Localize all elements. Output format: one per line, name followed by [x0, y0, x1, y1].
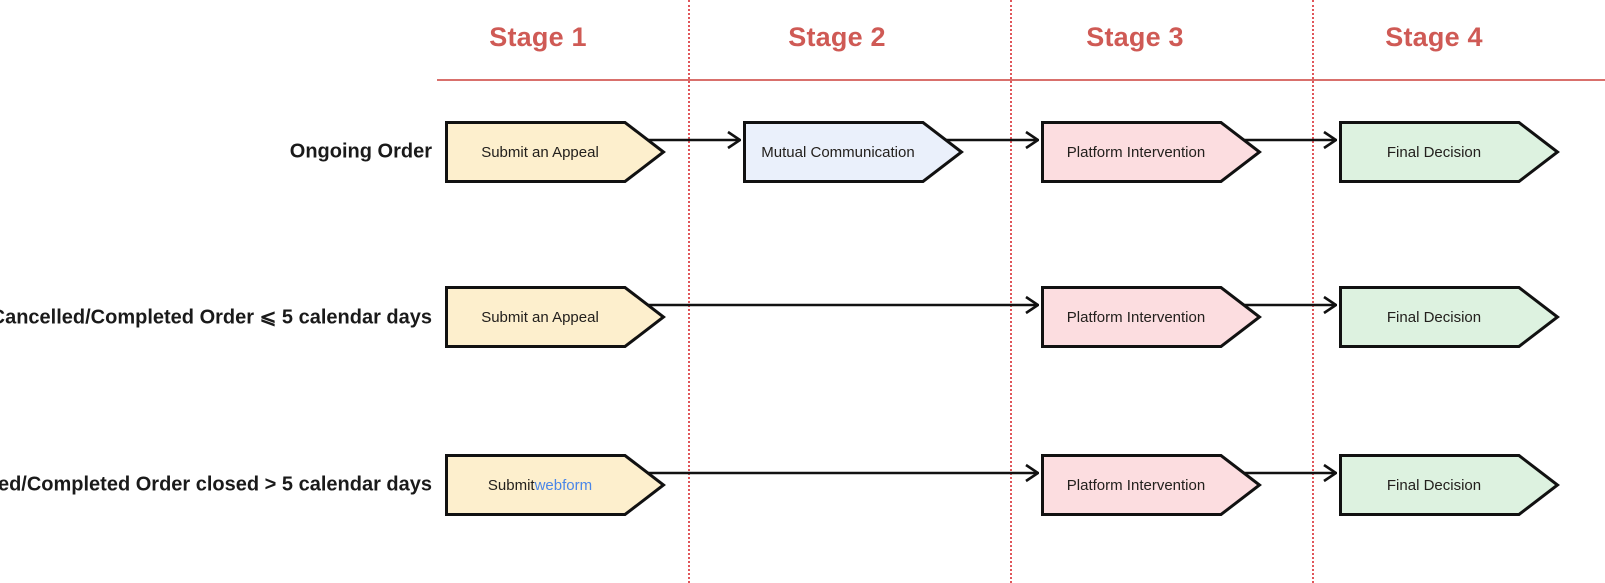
- stage-header-rule: [437, 79, 1605, 81]
- node-submit-webform[interactable]: Submit webform: [445, 454, 666, 516]
- node-platform-intervention[interactable]: Platform Intervention: [1041, 121, 1262, 183]
- row-label-ongoing-order: Ongoing Order: [289, 140, 432, 163]
- node-submit-an-appeal[interactable]: Submit an Appeal: [445, 121, 666, 183]
- stage-divider-2: [1010, 0, 1012, 583]
- node-submit-an-appeal[interactable]: Submit an Appeal: [445, 286, 666, 348]
- node-platform-intervention[interactable]: Platform Intervention: [1041, 454, 1262, 516]
- stage-header-3: Stage 3: [1086, 22, 1184, 52]
- connector-arrow: [935, 128, 1039, 152]
- row-label-cancelled-completed-within-5-days: Cancelled/Completed Order ⩽ 5 calendar d…: [0, 306, 432, 329]
- stage-header-1: Stage 1: [489, 22, 587, 52]
- node-platform-intervention[interactable]: Platform Intervention: [1041, 286, 1262, 348]
- connector-arrow: [1233, 293, 1337, 317]
- node-mutual-communication[interactable]: Mutual Communication: [743, 121, 964, 183]
- stage-header-2: Stage 2: [788, 22, 886, 52]
- stage-divider-1: [688, 0, 690, 583]
- stage-divider-3: [1312, 0, 1314, 583]
- node-final-decision[interactable]: Final Decision: [1339, 286, 1560, 348]
- connector-arrow: [637, 293, 1039, 317]
- connector-arrow: [637, 128, 741, 152]
- connector-arrow: [1233, 128, 1337, 152]
- connector-arrow: [637, 461, 1039, 485]
- node-final-decision[interactable]: Final Decision: [1339, 121, 1560, 183]
- stage-header-4: Stage 4: [1385, 22, 1483, 52]
- row-label-cancelled-completed-over-5-days: Cancelled/Completed Order closed > 5 cal…: [0, 473, 432, 496]
- node-final-decision[interactable]: Final Decision: [1339, 454, 1560, 516]
- connector-arrow: [1233, 461, 1337, 485]
